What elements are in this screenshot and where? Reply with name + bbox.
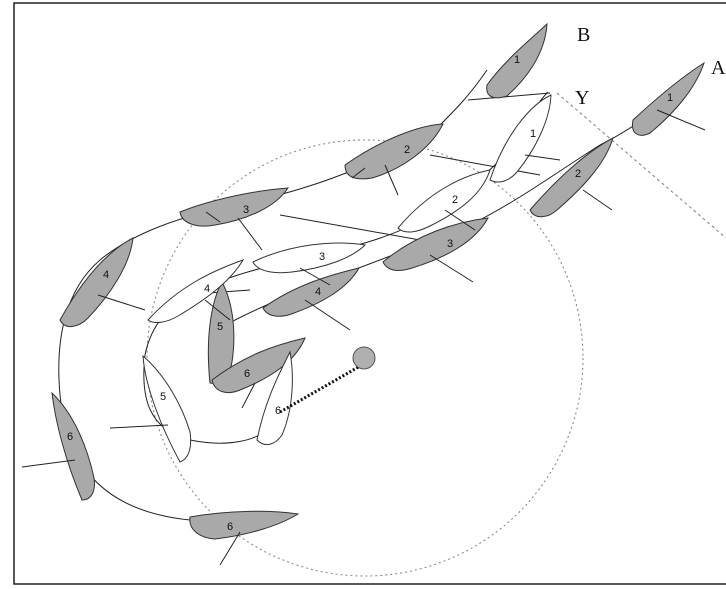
mark-zone-circle bbox=[146, 139, 584, 577]
svg-text:3: 3 bbox=[243, 204, 249, 216]
svg-text:5: 5 bbox=[217, 321, 223, 333]
svg-text:1: 1 bbox=[530, 128, 536, 140]
boat-gray-1a: 1 bbox=[486, 22, 548, 99]
boat-gray-3b: 3 bbox=[382, 217, 489, 283]
label-a: A bbox=[711, 57, 726, 79]
layline bbox=[556, 92, 726, 239]
boat-gray-4a: 4 bbox=[59, 237, 146, 327]
svg-text:2: 2 bbox=[575, 168, 581, 180]
svg-text:2: 2 bbox=[404, 144, 410, 156]
diagram-frame bbox=[13, 2, 726, 585]
svg-text:4: 4 bbox=[315, 286, 321, 298]
svg-text:6: 6 bbox=[67, 431, 73, 443]
boat-white-1: 1 bbox=[489, 94, 561, 183]
svg-text:6: 6 bbox=[244, 368, 250, 380]
track-connector-3 bbox=[279, 214, 421, 241]
svg-text:4: 4 bbox=[204, 283, 210, 295]
boat-white-3: 3 bbox=[252, 242, 367, 286]
boat-gray-4b: 4 bbox=[262, 267, 360, 331]
svg-text:4: 4 bbox=[103, 269, 109, 281]
svg-text:3: 3 bbox=[319, 251, 325, 263]
track-connector-1 bbox=[467, 92, 551, 101]
mark-buoy bbox=[352, 346, 376, 370]
svg-text:6: 6 bbox=[275, 405, 281, 417]
track-connector-2 bbox=[429, 154, 541, 176]
boat-gray-1b: 1 bbox=[631, 61, 706, 136]
boat-white-6: 6 bbox=[256, 350, 293, 446]
boat-gray-3a: 3 bbox=[179, 187, 289, 251]
boat-white-5: 5 bbox=[109, 354, 192, 463]
boat-white-2: 2 bbox=[397, 169, 491, 233]
svg-text:3: 3 bbox=[447, 238, 453, 250]
boat-gray-2a: 2 bbox=[344, 123, 444, 196]
boat-gray-2b: 2 bbox=[529, 137, 614, 218]
svg-text:1: 1 bbox=[514, 54, 520, 66]
boat-white-4: 4 bbox=[147, 259, 245, 324]
boat-gray-6a: 6 bbox=[21, 391, 95, 501]
label-y: Y bbox=[575, 87, 589, 109]
svg-text:6: 6 bbox=[227, 521, 233, 533]
boat-gray-6b: 6 bbox=[189, 510, 300, 566]
label-b: B bbox=[577, 24, 590, 46]
svg-text:5: 5 bbox=[160, 391, 166, 403]
svg-text:2: 2 bbox=[452, 194, 458, 206]
svg-text:1: 1 bbox=[667, 92, 673, 104]
boat-gray-6c: 6 bbox=[211, 337, 306, 409]
